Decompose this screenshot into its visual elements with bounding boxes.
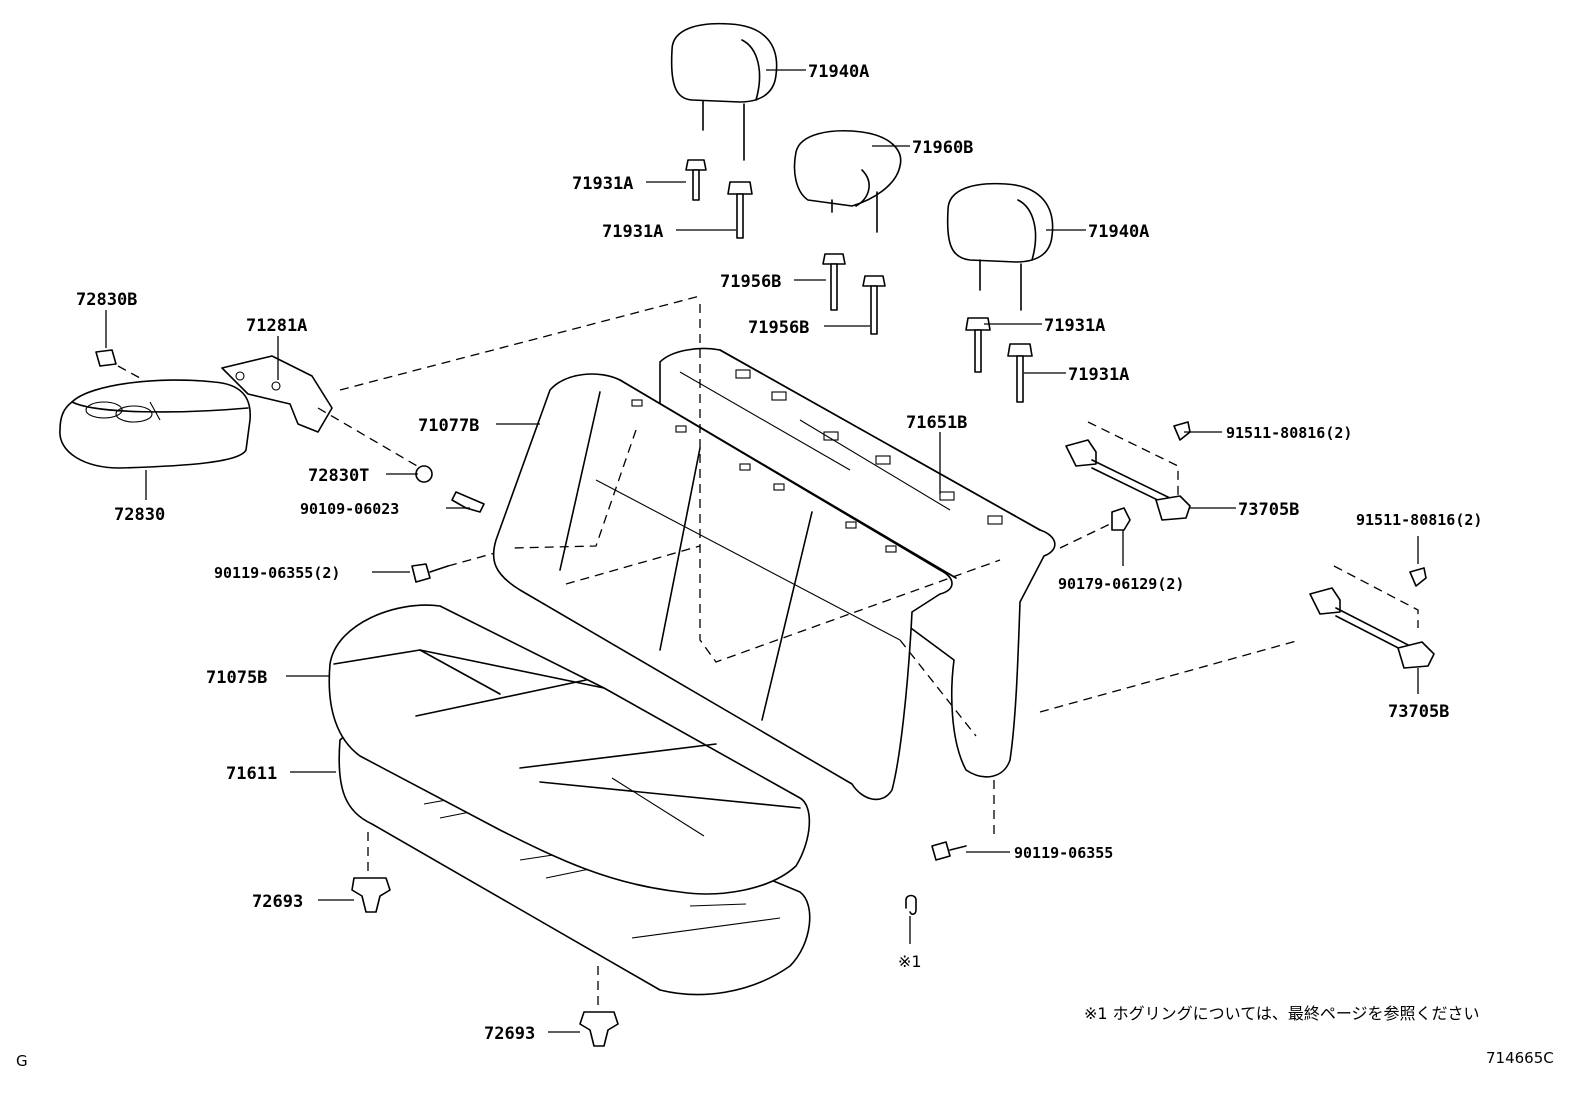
seat-cushion [328, 604, 811, 1047]
nut-icon [1111, 507, 1131, 531]
label-bolt-90119-x2: 90119-06355(2) [214, 564, 340, 582]
label-bolt-91511-b: 91511-80816(2) [1356, 511, 1482, 529]
label-support-3: 71931A [1044, 316, 1105, 336]
label-screw-90109: 90109-06023 [300, 500, 399, 518]
label-back-cover: 71651B [906, 413, 967, 433]
headrest-center [793, 130, 902, 233]
corner-code-left: G [16, 1052, 28, 1070]
hog-ring-icon [905, 894, 917, 915]
label-headrest-left: 71940A [808, 62, 869, 82]
seat-back [492, 304, 1301, 861]
label-hog-ring: ※1 [898, 952, 922, 971]
label-headrest-center: 71960B [912, 138, 973, 158]
label-armrest-bracket: 71281A [246, 316, 307, 336]
label-armrest: 72830 [114, 505, 165, 525]
label-support-1: 71931A [572, 174, 633, 194]
label-cushion-assy: 71075B [206, 668, 267, 688]
label-nut-90179: 90179-06129(2) [1058, 575, 1184, 593]
label-back-assy: 71077B [418, 416, 479, 436]
headrest-right [946, 182, 1054, 311]
label-support-4: 71931A [1068, 365, 1129, 385]
label-bolt-90119: 90119-06355 [1014, 844, 1113, 862]
label-clip-lower: 72693 [484, 1024, 535, 1044]
label-hinge-b: 73705B [1388, 702, 1449, 722]
drawing-number: 714665C [1486, 1049, 1554, 1067]
headrest-left [670, 22, 778, 161]
leader-lines [105, 69, 1419, 1033]
label-cushion-cover: 71611 [226, 764, 277, 784]
label-hinge-a: 73705B [1238, 500, 1299, 520]
label-bolt-91511-a: 91511-80816(2) [1226, 424, 1352, 442]
label-support-2: 71931A [602, 222, 663, 242]
hinge-upper [1065, 421, 1191, 521]
footnote: ※1 ホグリングについては、最終ページを参照ください [1084, 1004, 1480, 1023]
support-icons [685, 159, 1033, 403]
label-armrest-cap: 72830B [76, 290, 137, 310]
label-armrest-cap-t: 72830T [308, 466, 369, 486]
armrest-parts [59, 295, 701, 583]
hinge-lower [1309, 565, 1435, 669]
label-clip-upper: 72693 [252, 892, 303, 912]
label-headrest-right: 71940A [1088, 222, 1149, 242]
label-center-support-2: 71956B [748, 318, 809, 338]
label-center-support-1: 71956B [720, 272, 781, 292]
